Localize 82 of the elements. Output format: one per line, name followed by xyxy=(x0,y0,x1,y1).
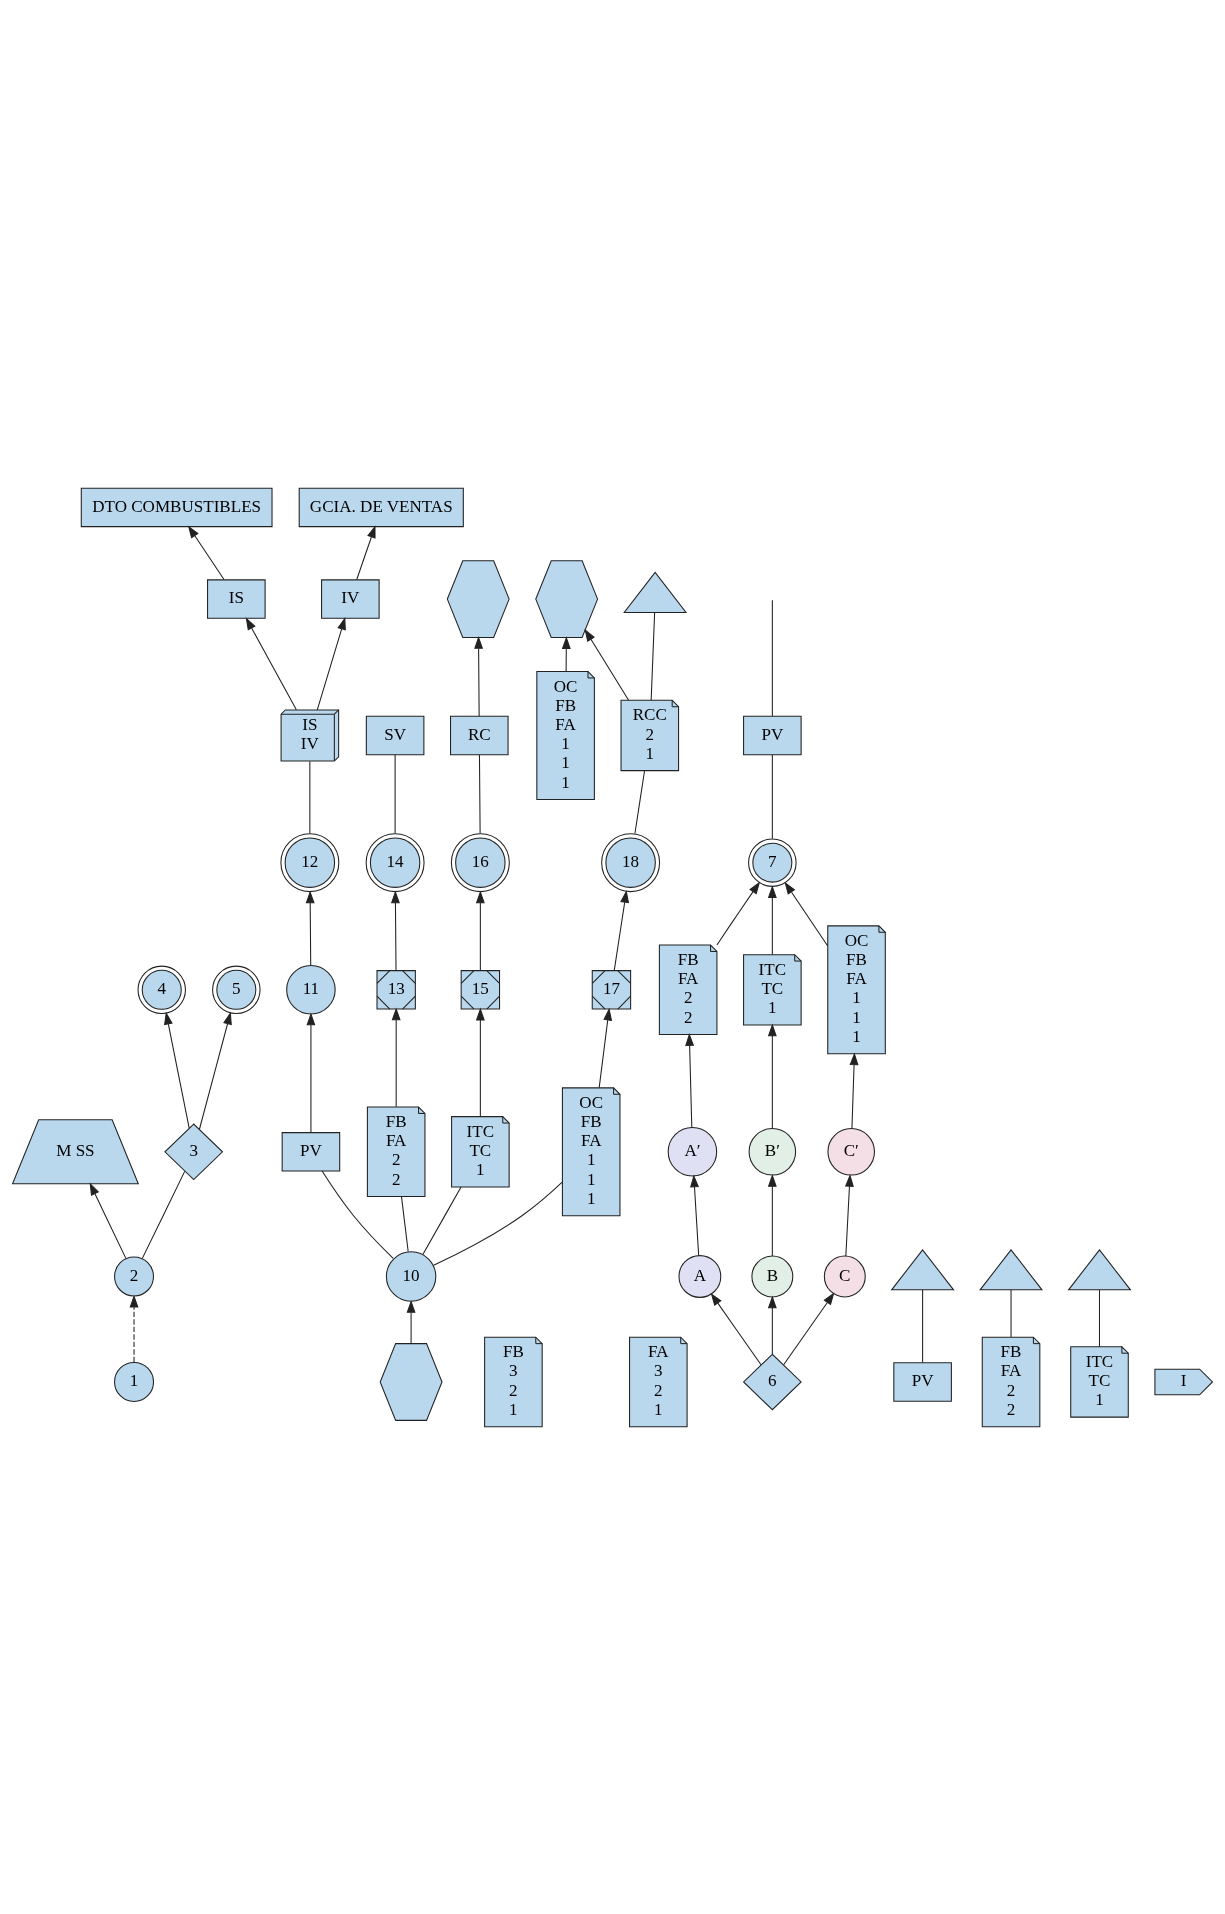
connector xyxy=(1010,1288,1012,1338)
node-triangle xyxy=(890,1248,955,1290)
node-circle: 12 xyxy=(280,832,340,892)
arrow xyxy=(844,1173,854,1257)
node-box: IS xyxy=(207,578,266,619)
node-circle: 5 xyxy=(212,965,261,1014)
connector xyxy=(422,1186,462,1255)
node-hexagon xyxy=(535,559,599,638)
connector xyxy=(309,760,311,834)
node-diamond: 6 xyxy=(742,1353,802,1410)
arrow xyxy=(784,881,829,946)
node-circle: 16 xyxy=(450,832,510,892)
node-circle: 1 xyxy=(114,1361,155,1402)
arrow xyxy=(245,616,297,710)
arrow xyxy=(475,890,485,971)
connector xyxy=(400,1195,409,1252)
arrow xyxy=(391,1006,401,1107)
node-box: SV xyxy=(365,715,425,755)
arrow xyxy=(710,1292,762,1365)
arrow xyxy=(685,1032,695,1128)
node-box: PV xyxy=(893,1361,952,1402)
node-circle: 4 xyxy=(137,965,186,1014)
arrow xyxy=(598,1007,613,1088)
arrow xyxy=(89,1181,127,1259)
node-circle: 10 xyxy=(385,1250,437,1302)
arrow xyxy=(198,1011,232,1130)
arrow xyxy=(474,635,484,717)
connector xyxy=(922,1289,924,1363)
node-circle: A′ xyxy=(667,1126,718,1177)
node-hexagon xyxy=(379,1342,443,1421)
node-circle: A xyxy=(678,1254,722,1298)
node-circle: C xyxy=(823,1255,866,1297)
node-box: PV xyxy=(743,715,802,755)
arrow xyxy=(767,1022,777,1129)
arrow xyxy=(783,1291,835,1365)
arrow xyxy=(767,1295,777,1355)
arrow xyxy=(164,1011,190,1129)
node-box: IV xyxy=(321,578,380,619)
connector xyxy=(394,753,396,834)
arrow xyxy=(356,524,376,580)
node-box: PV xyxy=(281,1131,341,1171)
arrow xyxy=(767,884,777,955)
node-circle: B′ xyxy=(748,1127,797,1176)
connector xyxy=(478,753,481,834)
arrow xyxy=(767,1173,777,1257)
node-circle: C′ xyxy=(827,1127,875,1176)
node-triangle xyxy=(1067,1248,1132,1290)
node-circle: 2 xyxy=(114,1255,155,1296)
connector xyxy=(650,611,656,701)
arrow xyxy=(129,1294,139,1362)
arrow xyxy=(561,635,571,672)
connector xyxy=(321,1170,394,1259)
node-triangle xyxy=(623,571,688,613)
connector xyxy=(771,599,773,717)
arrow xyxy=(390,890,400,971)
node-circle: B xyxy=(751,1255,794,1297)
arrow xyxy=(475,1007,485,1117)
arrow xyxy=(316,616,346,710)
arrow xyxy=(613,889,630,971)
arrow xyxy=(716,880,761,946)
node-box: RC xyxy=(450,715,509,755)
arrow xyxy=(690,1173,700,1256)
node-hexagon xyxy=(446,559,510,638)
node-circle: 11 xyxy=(286,964,336,1015)
node-circle: 18 xyxy=(601,832,661,892)
arrow xyxy=(406,1299,416,1344)
node-triangle xyxy=(979,1248,1044,1290)
arrow xyxy=(306,1012,316,1133)
connector xyxy=(433,1181,563,1266)
node-box: GCIA. DE VENTAS xyxy=(298,487,464,527)
arrow xyxy=(305,889,315,966)
node-diamond: 3 xyxy=(164,1122,224,1180)
arrow xyxy=(849,1051,859,1129)
arrow xyxy=(187,524,225,580)
node-circle: 14 xyxy=(365,832,425,892)
node-circle: 7 xyxy=(748,837,797,887)
connector xyxy=(1098,1288,1101,1347)
connector xyxy=(634,769,646,834)
node-box: DTO COMBUSTIBLES xyxy=(80,487,273,527)
connector xyxy=(141,1170,186,1259)
connector xyxy=(771,753,773,839)
arrow xyxy=(584,628,630,701)
